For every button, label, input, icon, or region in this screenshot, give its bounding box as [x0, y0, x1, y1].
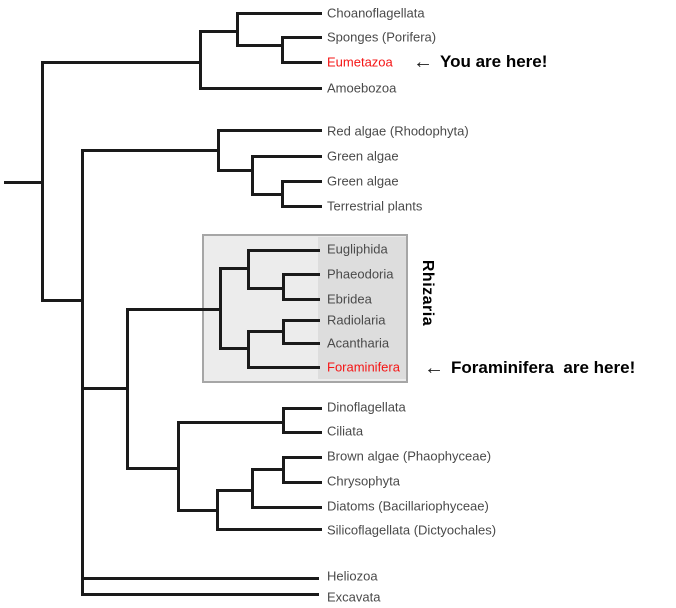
tree-branch-horizontal: [281, 205, 322, 208]
tree-branch-vertical: [281, 180, 284, 208]
tree-branch-horizontal: [216, 489, 254, 492]
foraminifera-are-here-text: Foraminifera are here!: [451, 358, 636, 377]
tree-branch-horizontal: [4, 181, 44, 184]
left-arrow-icon: ←: [413, 51, 433, 73]
tree-branch-vertical: [251, 468, 254, 509]
tree-branch-horizontal: [282, 319, 320, 322]
taxon-label: Radiolaria: [327, 312, 386, 328]
tree-branch-vertical: [247, 330, 250, 369]
tree-branch-vertical: [236, 12, 239, 47]
tree-branch-horizontal: [216, 528, 322, 531]
tree-branch-vertical: [282, 273, 285, 301]
taxon-label: Eumetazoa: [327, 54, 393, 70]
tree-branch-horizontal: [247, 287, 285, 290]
tree-branch-horizontal: [251, 506, 322, 509]
taxon-label: Eugliphida: [327, 241, 388, 257]
taxon-label: Green algae: [327, 173, 399, 189]
taxon-label: Choanoflagellata: [327, 5, 425, 21]
tree-branch-horizontal: [199, 87, 322, 90]
tree-branch-horizontal: [126, 467, 180, 470]
tree-branch-horizontal: [199, 30, 239, 33]
tree-branch-vertical: [219, 267, 222, 350]
rhizaria-group-label: Rhizaria: [419, 259, 436, 327]
taxon-label: Sponges (Porifera): [327, 29, 437, 45]
tree-branch-vertical: [177, 421, 180, 512]
taxon-label: Dinoflagellata: [327, 399, 406, 415]
tree-branch-vertical: [217, 129, 220, 172]
taxon-label: Acantharia: [327, 335, 390, 351]
tree-branch-horizontal: [219, 347, 250, 350]
taxon-label: Amoebozoa: [327, 80, 397, 96]
tree-branch-horizontal: [282, 273, 320, 276]
tree-branch-horizontal: [282, 407, 322, 410]
taxon-label: Heliozoa: [327, 568, 378, 584]
tree-branch-horizontal: [282, 342, 320, 345]
tree-branch-vertical: [282, 319, 285, 345]
tree-branch-vertical: [282, 456, 285, 484]
tree-branch-horizontal: [282, 431, 322, 434]
tree-branch-horizontal: [282, 298, 320, 301]
taxon-label: Ciliata: [327, 423, 364, 439]
taxon-label: Green algae: [327, 148, 399, 164]
tree-branch-horizontal: [247, 249, 320, 252]
tree-branch-vertical: [282, 407, 285, 434]
you-are-here-text: You are here!: [440, 52, 548, 71]
tree-branch-horizontal: [219, 267, 250, 270]
tree-branch-horizontal: [282, 481, 322, 484]
tree-branch-horizontal: [81, 593, 319, 596]
tree-branch-horizontal: [41, 299, 84, 302]
tree-branch-horizontal: [251, 468, 285, 471]
tree-branch-horizontal: [81, 577, 319, 580]
tree-branch-horizontal: [177, 421, 285, 424]
tree-branch-vertical: [199, 30, 202, 90]
tree-branch-horizontal: [281, 36, 322, 39]
taxon-label: Foraminifera: [327, 359, 400, 375]
tree-branch-horizontal: [126, 308, 222, 311]
you-are-here-annotation: ← You are here!: [413, 52, 547, 72]
tree-branch-horizontal: [247, 330, 285, 333]
tree-branch-vertical: [247, 249, 250, 290]
tree-branch-horizontal: [236, 12, 322, 15]
tree-branch-horizontal: [281, 61, 322, 64]
taxon-label: Ebridea: [327, 291, 372, 307]
taxon-label: Phaeodoria: [327, 266, 394, 282]
tree-branch-horizontal: [217, 129, 322, 132]
tree-branch-horizontal: [251, 155, 322, 158]
tree-branch-horizontal: [251, 193, 284, 196]
taxon-label: Red algae (Rhodophyta): [327, 123, 469, 139]
tree-branch-horizontal: [236, 44, 284, 47]
taxon-label: Chrysophyta: [327, 473, 400, 489]
tree-branch-horizontal: [81, 149, 220, 152]
tree-branch-vertical: [251, 155, 254, 196]
taxon-label: Diatoms (Bacillariophyceae): [327, 498, 489, 514]
tree-branch-vertical: [126, 308, 129, 470]
left-arrow-icon: ←: [424, 357, 444, 379]
tree-branch-vertical: [281, 36, 284, 64]
taxon-label: Excavata: [327, 589, 381, 605]
tree-branch-horizontal: [41, 61, 202, 64]
taxon-label: Brown algae (Phaophyceae): [327, 448, 492, 464]
tree-branch-vertical: [41, 61, 44, 302]
rhizaria-label-panel: [318, 237, 406, 379]
tree-branch-vertical: [81, 149, 84, 596]
taxon-label: Silicoflagellata (Dictyochales): [327, 522, 497, 538]
tree-branch-vertical: [216, 489, 219, 531]
tree-branch-horizontal: [282, 456, 322, 459]
tree-branch-horizontal: [217, 169, 254, 172]
tree-branch-horizontal: [281, 180, 322, 183]
taxon-label: Terrestrial plants: [327, 198, 423, 214]
foraminifera-are-here-annotation: ← Foraminifera are here!: [424, 358, 635, 378]
tree-branch-horizontal: [81, 387, 129, 390]
tree-branch-horizontal: [247, 366, 320, 369]
tree-branch-horizontal: [177, 509, 219, 512]
